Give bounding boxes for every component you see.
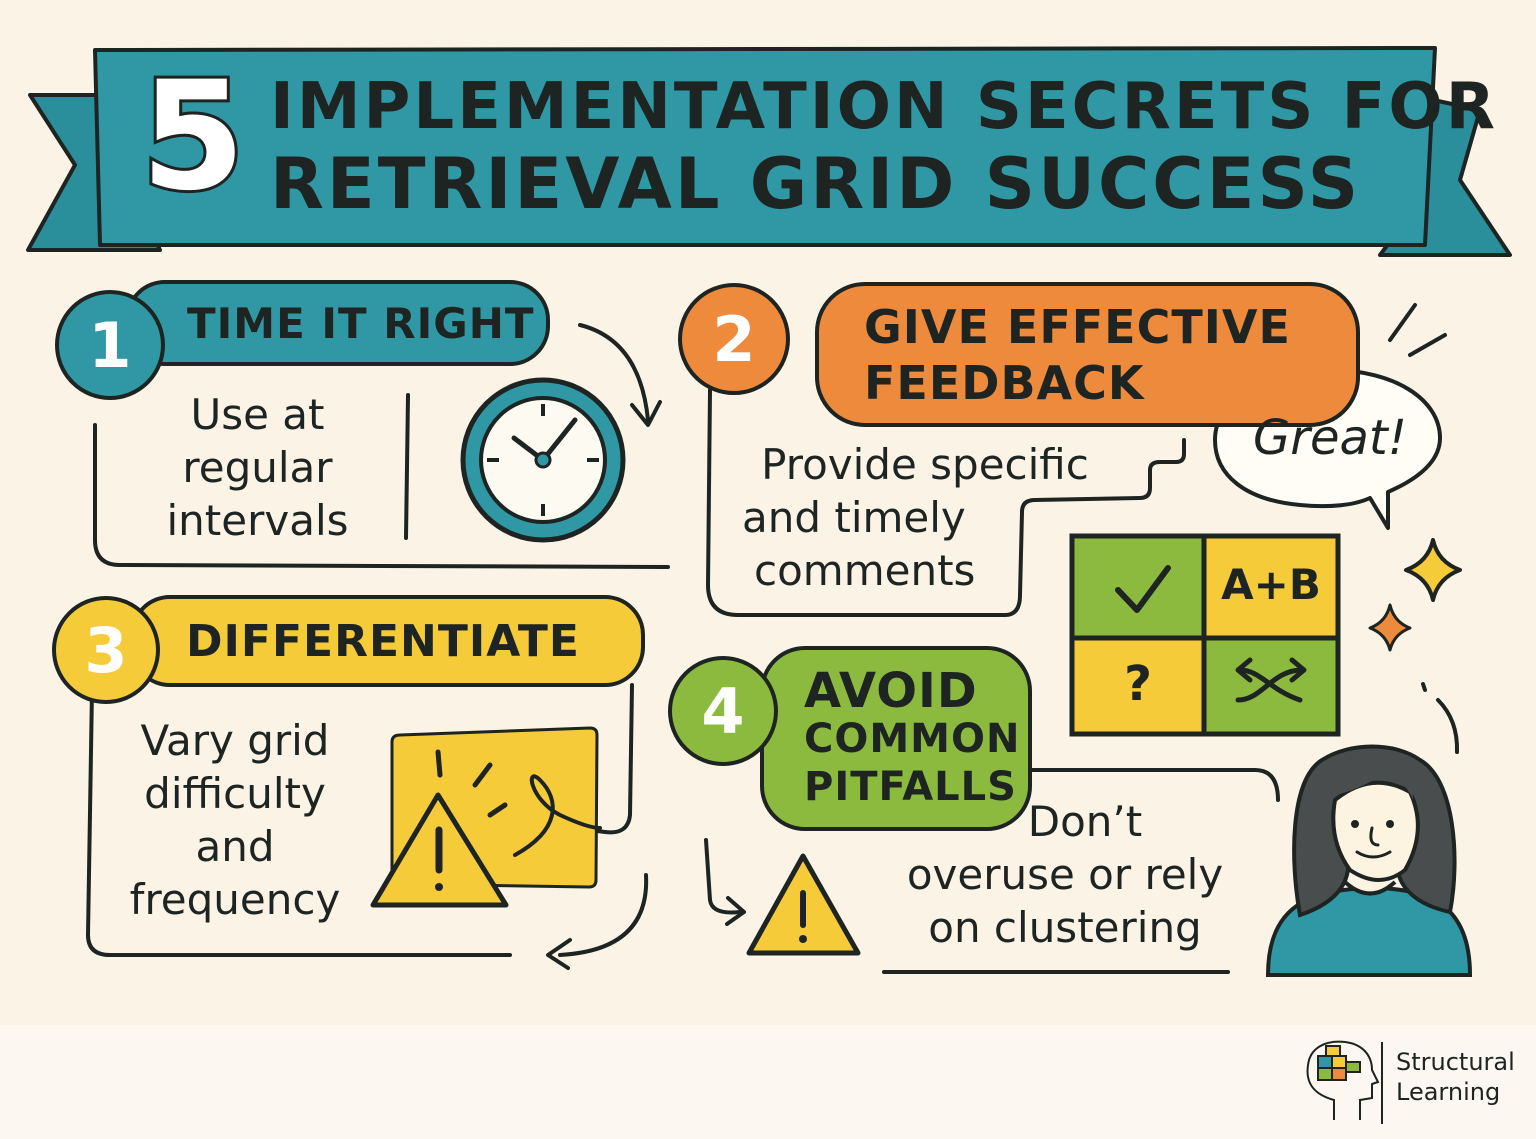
tip-4-title-line: PITFALLS <box>804 763 1017 810</box>
tip-1-body: Use at regular intervals <box>115 388 400 547</box>
speech-bubble-text: Great! <box>1253 410 1407 466</box>
warning-icon <box>370 792 509 908</box>
clock-icon <box>460 377 626 543</box>
sparkle-icon <box>1404 538 1462 602</box>
tip-1-number-badge: 1 <box>55 290 165 400</box>
tip-3-body-line: difficulty <box>144 769 326 818</box>
brand-logo-text: Structural Learning <box>1396 1047 1515 1107</box>
tip-4-body-line: overuse or rely <box>906 850 1224 899</box>
tip-3-title-pill: DIFFERENTIATE <box>130 595 645 687</box>
banner-ribbon <box>26 46 1512 257</box>
tip-4-title-pill: AVOID COMMON PITFALLS <box>760 646 1032 831</box>
tip-3-title: DIFFERENTIATE <box>186 615 580 667</box>
tip-3-number: 3 <box>84 613 128 687</box>
brand-logo-line: Structural <box>1396 1048 1515 1076</box>
tip-1-title-pill: TIME IT RIGHT <box>125 280 550 366</box>
tip-1-body-line: regular <box>182 443 333 492</box>
tip-4-number: 4 <box>701 674 745 748</box>
retrieval-grid <box>1069 533 1341 737</box>
tip-3-body-line: and <box>195 822 275 871</box>
tip-2-title-line: FEEDBACK <box>864 355 1145 410</box>
sparkle-icon <box>1368 603 1412 652</box>
tip-3-body: Vary grid difficulty and frequency <box>105 714 365 926</box>
grid-cell-ab: A+B <box>1221 560 1321 609</box>
tip-1-body-line: Use at <box>190 390 325 439</box>
tip-4-title-line: COMMON <box>804 715 1021 762</box>
tip-2-title-pill: GIVE EFFECTIVE FEEDBACK <box>815 282 1360 427</box>
brain-logo-icon <box>1306 1040 1380 1120</box>
tip-3-body-line: Vary grid <box>140 716 330 765</box>
tip-2-body-line: comments <box>754 546 976 595</box>
tip-2-body-line: and timely <box>742 493 966 542</box>
tip-3-number-badge: 3 <box>52 596 160 704</box>
grid-cell-question: ? <box>1124 656 1152 712</box>
warning-icon <box>746 853 861 956</box>
banner-number: 5 <box>138 50 248 224</box>
tip-2-number-badge: 2 <box>678 283 790 395</box>
tip-1-number: 1 <box>88 308 132 382</box>
tip-4-number-badge: 4 <box>668 656 778 766</box>
tip-4-body-line: on clustering <box>928 903 1202 952</box>
footer-band <box>0 1025 1536 1139</box>
tip-4-body: Don’t overuse or rely on clustering <box>880 795 1250 954</box>
tip-4-title-line: AVOID <box>804 662 978 719</box>
tip-2-title-line: GIVE EFFECTIVE <box>864 299 1291 354</box>
tip-2-body-line: Provide specific <box>761 440 1089 489</box>
swap-arrows-icon <box>1235 657 1307 703</box>
tip-1-title: TIME IT RIGHT <box>187 298 535 348</box>
student-avatar <box>1265 744 1473 977</box>
tip-2-number: 2 <box>712 302 756 376</box>
brand-logo-line: Learning <box>1396 1078 1501 1106</box>
tip-4-body-line: Don’t <box>1027 797 1143 846</box>
banner-title-line2: RETRIEVAL GRID SUCCESS <box>270 143 1362 225</box>
check-icon <box>1115 565 1171 613</box>
tip-2-body: Provide specific and timely comments <box>730 438 1120 597</box>
tip-3-body-line: frequency <box>129 875 341 924</box>
tip-1-body-line: intervals <box>166 496 349 545</box>
banner-title-line1: IMPLEMENTATION SECRETS FOR <box>270 70 1499 144</box>
